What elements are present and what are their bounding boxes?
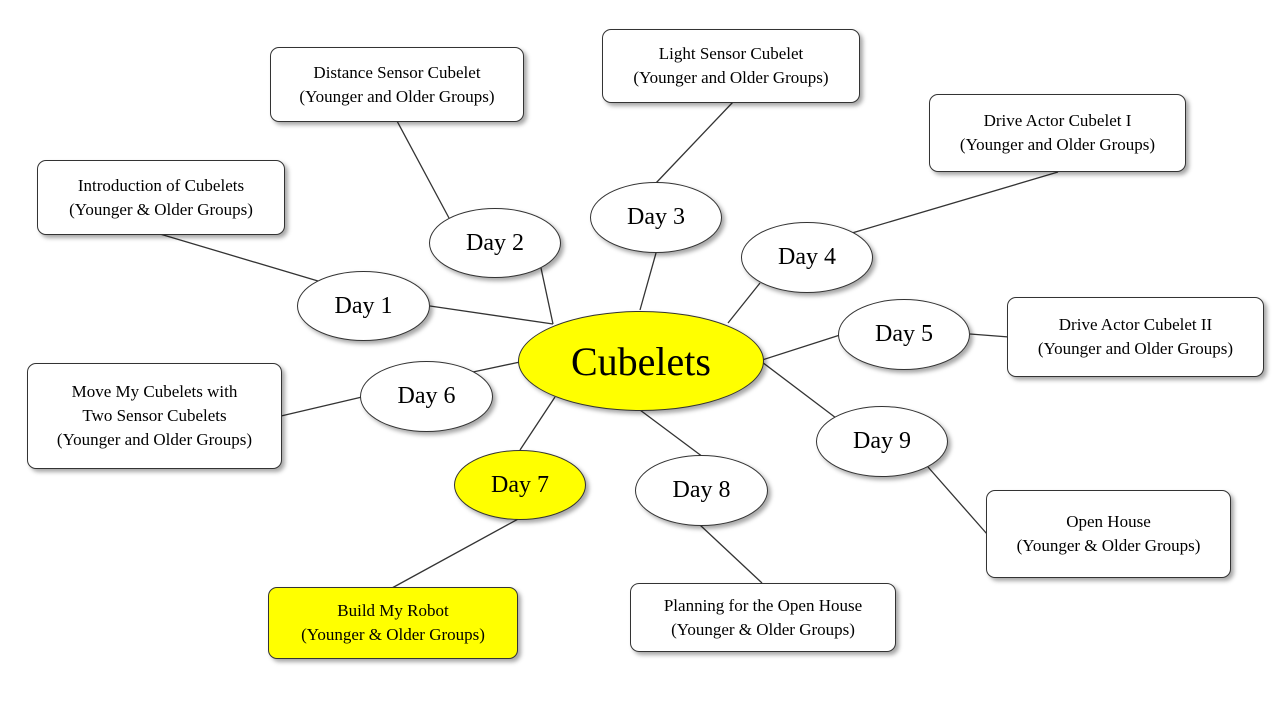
link-center-day7: [519, 396, 556, 451]
topic-day4-line1: Drive Actor Cubelet I: [983, 111, 1132, 130]
link-center-day9: [761, 361, 837, 419]
topic-day2-line2: (Younger and Older Groups): [299, 86, 495, 106]
topic-day5-line1: Drive Actor Cubelet II: [1058, 315, 1213, 334]
link-center-day6: [472, 361, 521, 373]
link-day1-topic: [159, 233, 319, 282]
topic-day1-box: Introduction of Cubelets (Younger & Olde…: [37, 160, 285, 235]
topic-day3-line2: (Younger and Older Groups): [633, 68, 829, 87]
topic-day4-box: Drive Actor Cubelet I (Younger and Older…: [929, 94, 1186, 172]
topic-day2-box: Distance Sensor Cubelet (Younger and Old…: [270, 47, 524, 122]
link-center-day5: [761, 334, 841, 361]
topic-day4-line2: (Younger and Older Groups): [959, 135, 1156, 154]
topic-day8-line1: Planning for the Open House: [663, 595, 863, 615]
topic-day7-line2: (Younger & Older Groups): [301, 625, 485, 644]
topic-day3-box: Light Sensor Cubelet (Younger and Older …: [602, 29, 860, 103]
topic-day1-line1: Introduction of Cubelets: [77, 175, 245, 195]
day-4-node: Day 4: [741, 222, 873, 293]
topic-day5-box: Drive Actor Cubelet II (Younger and Olde…: [1007, 297, 1264, 377]
link-day4-topic: [851, 171, 1059, 234]
topic-day1-line2: (Younger & Older Groups): [69, 199, 253, 219]
day-7-node: Day 7: [454, 450, 586, 520]
day-5-node: Day 5: [838, 299, 970, 370]
link-center-day2: [540, 267, 554, 325]
topic-day8-line2: (Younger & Older Groups): [671, 619, 855, 639]
topic-day2-line1: Distance Sensor Cubelet: [313, 62, 481, 82]
link-center-day4: [727, 282, 761, 324]
topic-day3-line1: Light Sensor Cubelet: [658, 44, 804, 63]
topic-day6-box: Move My Cubelets with Two Sensor Cubelet…: [27, 363, 282, 469]
topic-day6-line1: Move My Cubelets with: [71, 382, 238, 401]
topic-day7-line1: Build My Robot: [337, 601, 449, 620]
topic-day6-line3: (Younger and Older Groups): [56, 430, 253, 449]
topic-day9-box: Open House (Younger & Older Groups): [986, 490, 1231, 578]
day-6-node: Day 6: [360, 361, 493, 432]
topic-day9-line1: Open House: [1066, 512, 1151, 531]
link-day2-topic: [396, 120, 450, 219]
day-1-node: Day 1: [297, 271, 430, 341]
topic-day5-line2: (Younger and Older Groups): [1037, 339, 1234, 358]
link-center-day8: [639, 409, 704, 458]
link-day6-topic: [280, 396, 363, 417]
day-2-node: Day 2: [429, 208, 561, 278]
link-day9-topic: [927, 466, 988, 535]
link-center-day1: [429, 305, 554, 325]
link-day7-topic: [391, 517, 521, 589]
link-day8-topic: [699, 524, 763, 584]
link-center-day3: [639, 252, 657, 311]
topic-day7-box: Build My Robot (Younger & Older Groups): [268, 587, 518, 659]
topic-day6-line2: Two Sensor Cubelets: [82, 406, 227, 425]
day-8-node: Day 8: [635, 455, 768, 526]
day-9-node: Day 9: [816, 406, 948, 477]
center-node: Cubelets: [518, 311, 764, 411]
topic-day9-line2: (Younger & Older Groups): [1016, 536, 1201, 555]
topic-day8-box: Planning for the Open House (Younger & O…: [630, 583, 896, 652]
link-day3-topic: [655, 101, 734, 184]
link-day5-topic: [969, 333, 1010, 338]
day-3-node: Day 3: [590, 182, 722, 253]
